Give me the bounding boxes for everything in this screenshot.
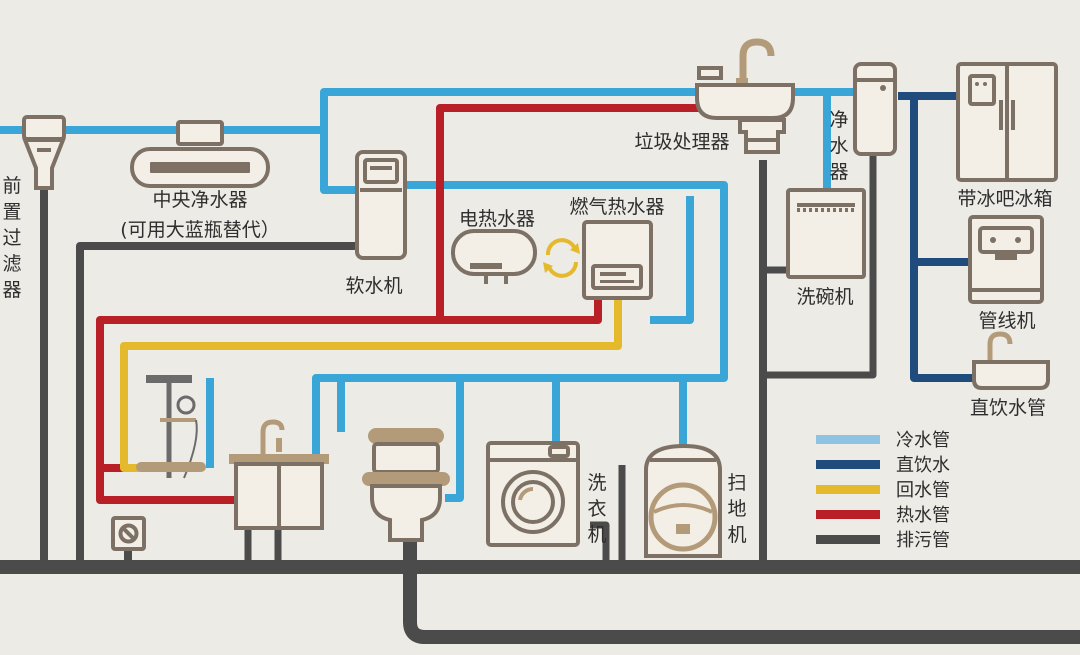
direct-riser — [910, 96, 975, 382]
fridge-with-icebar — [956, 62, 1058, 182]
drain-down-pipe — [403, 540, 1080, 644]
label-drinking-tap: 直饮水管 — [970, 397, 1046, 419]
legend-label-1: 直饮水 — [896, 455, 950, 476]
cold-to-softener — [320, 130, 360, 194]
label-pre-filter: 前置过滤器 — [2, 175, 21, 301]
central-purifier — [130, 120, 270, 188]
cold-water-pipes — [0, 88, 862, 502]
legend-swatch-0 — [816, 435, 880, 444]
direct-drink-pipes — [898, 92, 975, 382]
floor-drain-icon — [111, 516, 146, 551]
drain-softener — [76, 242, 359, 567]
legend-label-0: 冷水管 — [896, 430, 950, 451]
drain-pipes — [0, 150, 1080, 644]
legend-swatch-2 — [816, 485, 880, 494]
legend-swatch-3 — [816, 510, 880, 519]
cold-inlet — [0, 88, 700, 134]
label-softener: 软水机 — [345, 275, 402, 297]
water-purifier — [853, 62, 897, 156]
garbage-disposer — [738, 118, 786, 154]
hot-main — [96, 270, 602, 504]
circulation-arrows-icon — [543, 238, 580, 278]
label-washing-machine: 洗衣机 — [587, 472, 606, 546]
legend-swatch-1 — [816, 460, 880, 469]
drain-purifier — [767, 150, 877, 379]
shower — [136, 375, 206, 479]
label-electric-heater: 电热水器 — [459, 208, 535, 230]
kitchen-sink — [695, 38, 795, 120]
label-gas-heater: 燃气热水器 — [569, 196, 664, 218]
toilet — [362, 428, 450, 542]
label-disposer: 垃圾处理器 — [634, 131, 729, 153]
cold-to-gasheater — [650, 196, 694, 324]
dishwasher — [786, 188, 866, 279]
legend-swatch-4 — [816, 535, 880, 544]
return-pipe — [120, 300, 622, 472]
legend-label-4: 排污管 — [896, 530, 950, 551]
return-loop — [120, 300, 622, 472]
labels: 前置过滤器 中央净水器 (可用大蓝瓶替代） 软水机 电热水器 燃气热水器 垃圾处… — [2, 109, 1052, 546]
label-pipeline-machine: 管线机 — [978, 310, 1035, 332]
label-dishwasher: 洗碗机 — [796, 286, 853, 308]
gas-heater — [582, 220, 653, 300]
electric-heater — [451, 229, 537, 284]
label-central-purifier: 中央净水器 — [152, 189, 247, 211]
basin-cabinet — [229, 419, 329, 530]
legend-label-3: 热水管 — [896, 505, 950, 526]
washing-machine — [486, 441, 580, 547]
pipeline-machine — [968, 215, 1044, 304]
label-fridge: 带冰吧冰箱 — [957, 188, 1052, 210]
label-purifier: 净水器 — [829, 109, 848, 183]
cold-to-basin-zone — [445, 378, 464, 502]
water-softener — [355, 150, 407, 260]
drinking-tap — [972, 331, 1050, 390]
pre-filter — [22, 115, 66, 190]
drain-washer — [590, 521, 610, 567]
label-central-purifier-note: (可用大蓝瓶替代） — [120, 219, 279, 241]
label-robot-vacuum: 扫地机 — [727, 472, 746, 546]
legend-label-2: 回水管 — [896, 480, 950, 501]
robot-vacuum — [644, 443, 722, 558]
